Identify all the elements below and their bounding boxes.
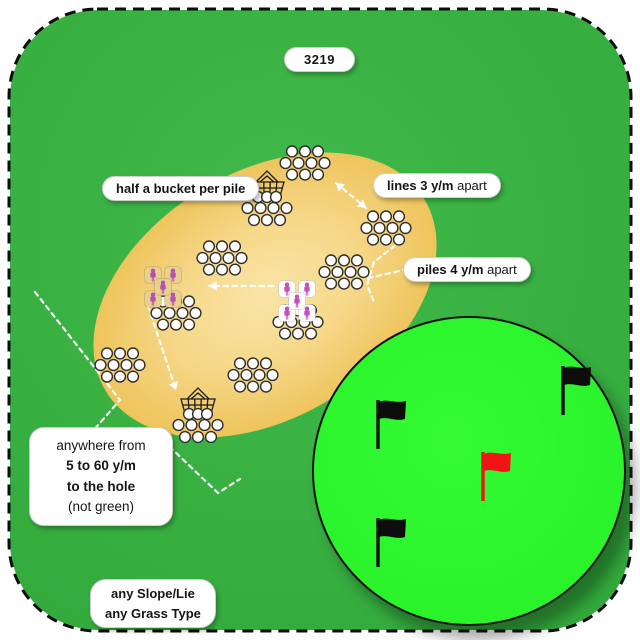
dashed-arrow xyxy=(146,304,178,392)
practice-hole-flag-icon xyxy=(561,366,591,415)
label-piles-apart: piles 4 y/m apart xyxy=(403,257,531,282)
ball-bucket-icon xyxy=(172,387,224,444)
label-piles-bold: piles 4 y/m xyxy=(417,262,484,277)
player-icon xyxy=(298,304,316,322)
conditions-line-1: any Slope/Lie xyxy=(111,586,195,601)
range-line-1: anywhere from xyxy=(56,438,146,453)
ball-bucket-icon xyxy=(241,170,293,227)
range-line-3: to the hole xyxy=(66,478,136,494)
players-group xyxy=(144,266,182,308)
drill-number-badge: 3219 xyxy=(284,47,355,72)
label-lines-bold: lines 3 y/m xyxy=(387,178,454,193)
ball-pile xyxy=(360,210,412,246)
label-half-bucket-per-pile: half a bucket per pile xyxy=(102,176,260,201)
conditions-line-2: any Grass Type xyxy=(105,605,201,621)
dashed-guide-line xyxy=(33,290,122,434)
label-lines-rest: apart xyxy=(453,178,487,193)
player-icon xyxy=(288,292,306,310)
arrowhead-icon xyxy=(357,199,366,208)
ball-pile xyxy=(227,357,279,393)
ball-pile xyxy=(279,145,331,181)
arrowhead-icon xyxy=(169,381,179,390)
range-line-2: 5 to 60 y/m xyxy=(66,458,136,474)
practice-hole-flag-icon xyxy=(376,518,406,567)
player-icon xyxy=(144,290,162,308)
practice-hole-flag-icon xyxy=(376,400,406,449)
ball-pile xyxy=(150,295,202,331)
arrowhead-icon xyxy=(209,281,217,291)
players-group xyxy=(278,280,316,322)
dashed-boundary xyxy=(7,7,633,633)
label-lines-apart: lines 3 y/m apart xyxy=(373,173,501,198)
target-hole-flag-icon xyxy=(481,452,511,501)
label-conditions: any Slope/Lie any Grass Type xyxy=(90,579,216,628)
player-icon xyxy=(154,278,172,296)
arrowhead-icon xyxy=(336,183,345,192)
range-line-4: (not green) xyxy=(67,498,135,514)
ball-pile xyxy=(196,240,248,276)
label-distance-range: anywhere from 5 to 60 y/m to the hole (n… xyxy=(29,427,173,526)
dashed-guide-line xyxy=(365,238,404,304)
dashed-guide-line xyxy=(366,268,406,280)
ball-pile xyxy=(94,347,146,383)
ball-pile xyxy=(318,254,370,290)
label-piles-rest: apart xyxy=(483,262,517,277)
